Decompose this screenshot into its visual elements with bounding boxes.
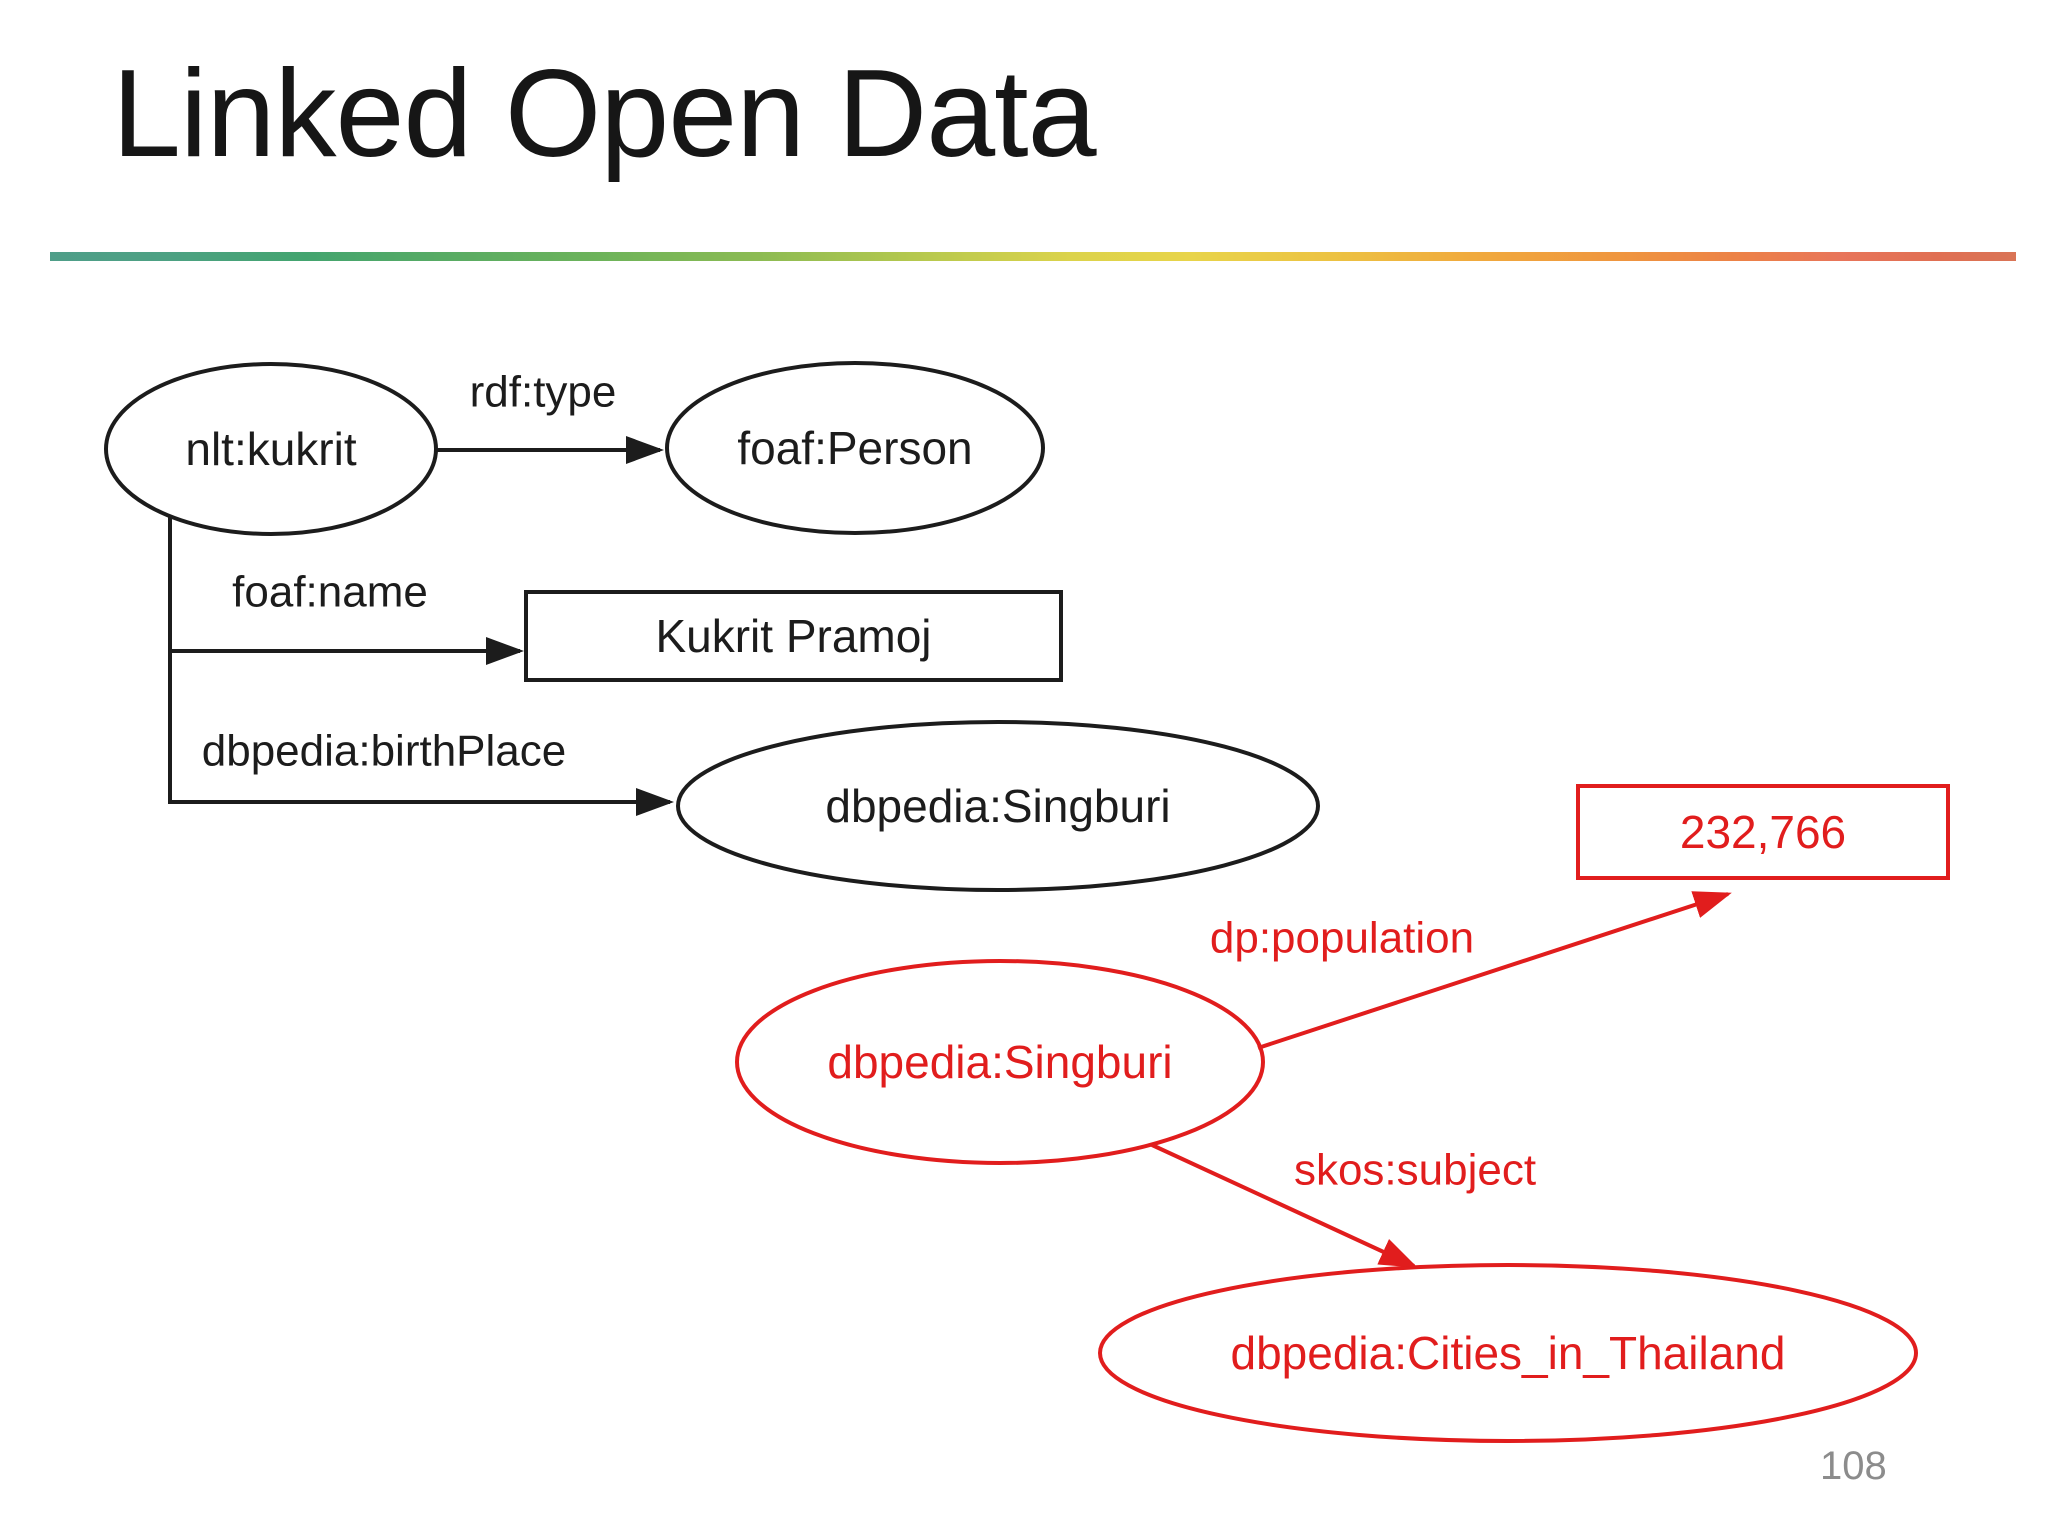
- page-number: 108: [1820, 1444, 1887, 1488]
- node-label-dbpedia-singburi-red: dbpedia:Singburi: [827, 1036, 1172, 1088]
- node-kukrit-pramoj-literal: [524, 590, 1063, 682]
- node-dbpedia-singburi-red: [735, 959, 1265, 1165]
- node-dbpedia-singburi-black: [676, 720, 1320, 892]
- title-divider-gradient-bar: [50, 252, 2016, 261]
- node-label-dbpedia-singburi-black: dbpedia:Singburi: [825, 780, 1170, 832]
- node-label-nlt-kukrit: nlt:kukrit: [185, 423, 356, 475]
- node-label-population-literal: 232,766: [1680, 806, 1846, 858]
- edge-label-dbpedia-birthplace: dbpedia:birthPlace: [202, 727, 566, 776]
- node-population-literal: [1576, 784, 1950, 880]
- edge-label-foaf-name: foaf:name: [232, 568, 428, 617]
- edge-label-dp-population: dp:population: [1210, 914, 1474, 963]
- diagram-nodes-layer: [104, 361, 1950, 1443]
- node-dbpedia-cities-in-thailand: [1098, 1263, 1918, 1443]
- node-foaf-person: [665, 361, 1045, 535]
- node-label-kukrit-pramoj-literal: Kukrit Pramoj: [655, 610, 931, 662]
- page-title: Linked Open Data: [112, 45, 1097, 183]
- edge-dp-population: [1257, 891, 1732, 1050]
- edge-dbpedia-birthplace: [168, 651, 674, 816]
- edge-skos-subject: [1151, 1143, 1418, 1268]
- edge-label-rdf-type: rdf:type: [470, 368, 617, 417]
- edge-label-skos-subject: skos:subject: [1294, 1146, 1536, 1195]
- node-label-foaf-person: foaf:Person: [737, 422, 972, 474]
- diagram-edges-layer: [168, 436, 1732, 1268]
- node-label-dbpedia-cities-in-thailand: dbpedia:Cities_in_Thailand: [1231, 1327, 1786, 1379]
